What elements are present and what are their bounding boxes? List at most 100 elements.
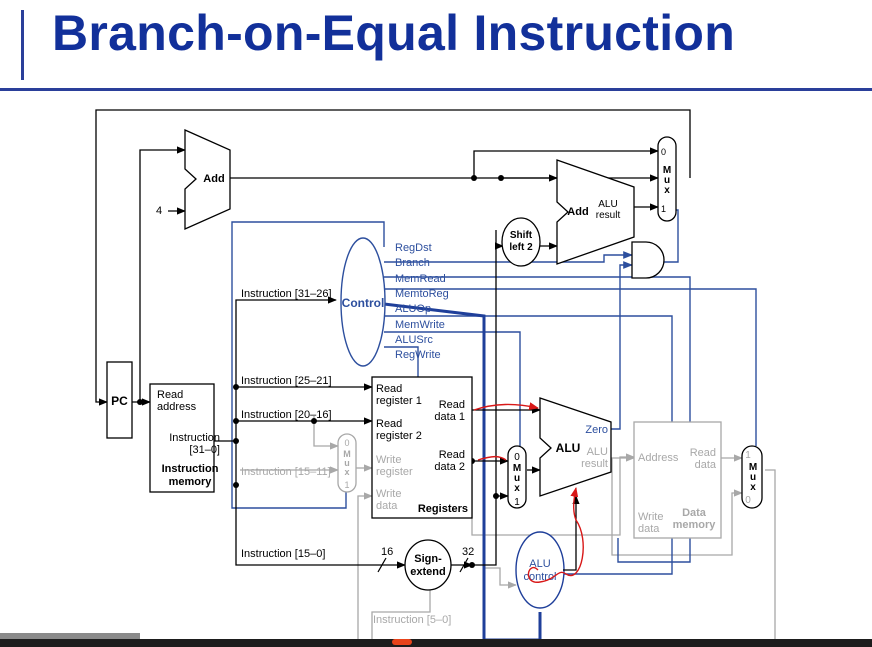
line-alusrc <box>384 331 521 446</box>
reg-read2-2: register 2 <box>376 430 422 442</box>
dmem-write-1: Write <box>638 511 663 523</box>
dmem-read-1: Read <box>690 447 716 459</box>
wire-imm <box>235 441 388 566</box>
dmem-write-2: data <box>638 523 660 535</box>
pc-mux-x: x <box>664 185 670 196</box>
memmux-u: u <box>750 472 756 483</box>
label-instr-31-26: Instruction [31–26] <box>241 288 332 300</box>
sign-extend-2: extend <box>410 566 445 578</box>
shift-left-2 <box>501 217 541 267</box>
alu-label: ALU <box>556 441 581 455</box>
alumux-m: M <box>513 463 521 474</box>
reg-data2-2: data 2 <box>434 461 465 473</box>
alu-control-1: ALU <box>529 558 550 570</box>
signal-regwrite: RegWrite <box>395 349 441 361</box>
imem-instr-2: [31–0] <box>189 444 220 456</box>
line-memtoreg <box>384 288 757 446</box>
label-instr-5-0: Instruction [5–0] <box>373 614 451 626</box>
control-lines <box>231 209 757 575</box>
pc-mux-u: u <box>664 175 670 186</box>
line-branch <box>384 251 633 263</box>
line-regdst <box>231 221 385 509</box>
imem-instr-1: Instruction <box>169 432 220 444</box>
signal-aluop: ALUOp <box>395 303 431 315</box>
memmux-x: x <box>750 482 756 493</box>
title-underline <box>0 88 872 91</box>
alumux-u: u <box>514 473 520 484</box>
signal-memwrite: MemWrite <box>395 319 445 331</box>
regmux-u: u <box>344 458 350 468</box>
pc-label: PC <box>111 394 128 408</box>
instruction-memory <box>149 383 215 493</box>
wire-imm-to-alucontrol <box>483 567 517 589</box>
regdst-mux <box>337 433 357 493</box>
alumux-in1: 1 <box>514 497 520 508</box>
memmux-in1: 1 <box>745 450 751 461</box>
dmem-name-2: memory <box>673 519 717 531</box>
control-signal-labels: RegDst Branch MemRead MemtoReg ALUOp Mem… <box>395 242 449 361</box>
dmem-address: Address <box>638 452 679 464</box>
annotation-data1-arrow <box>473 402 539 411</box>
alu-control <box>515 531 565 609</box>
label-instr-25-21: Instruction [25–21] <box>241 375 332 387</box>
reg-writedata-1: Write <box>376 488 401 500</box>
constant-four: 4 <box>156 205 162 217</box>
alu-result-2: result <box>581 458 608 470</box>
line-regwrite <box>384 346 419 377</box>
wire-pc-to-add <box>139 146 186 402</box>
signal-alusrc: ALUSrc <box>395 334 433 346</box>
add-pc4 <box>184 128 231 231</box>
annotation-alucontrol-loop <box>527 487 584 583</box>
junctions <box>137 175 504 568</box>
wire-pcmux-to-pc <box>95 109 691 406</box>
label-instr-15-0: Instruction [15–0] <box>241 548 325 560</box>
label-instr-20-16: Instruction [20–16] <box>241 409 332 421</box>
register-file <box>371 376 473 519</box>
alu-zero: Zero <box>585 424 608 436</box>
memtoreg-mux <box>741 445 763 509</box>
control-label: Control <box>342 296 385 310</box>
alu-result-1: ALU <box>587 446 608 458</box>
reg-data2-1: Read <box>439 449 465 461</box>
wire-aluresult-bypass <box>611 458 743 556</box>
data-memory <box>633 421 722 539</box>
line-zero <box>608 261 633 430</box>
pc-register <box>106 361 133 439</box>
signal-memread: MemRead <box>395 273 446 285</box>
width-16: 16 <box>381 546 393 558</box>
sign-extend-1: Sign- <box>414 553 442 565</box>
memmux-m: M <box>749 462 757 473</box>
control-unit <box>340 237 386 367</box>
add-pc4-label: Add <box>203 173 224 185</box>
reg-data1-1: Read <box>439 399 465 411</box>
regmux-in0: 0 <box>344 438 349 448</box>
reg-writedata-2: data <box>376 500 398 512</box>
imem-read-2: address <box>157 401 197 413</box>
add-branch <box>556 159 635 265</box>
regmux-m: M <box>343 449 351 459</box>
wire-memmux-out <box>765 469 776 640</box>
reg-write-2: register <box>376 466 413 478</box>
alusrc-mux <box>507 445 527 509</box>
shift-label-1: Shift <box>510 230 533 241</box>
regmux-x: x <box>344 467 349 477</box>
pc-mux-m: M <box>663 165 671 176</box>
progress-thumb <box>0 633 140 639</box>
reg-read1-1: Read <box>376 383 402 395</box>
wire-rt-to-regmux <box>313 416 339 450</box>
shift-label-2: left 2 <box>509 242 533 253</box>
dmem-name-1: Data <box>682 507 707 519</box>
line-memread <box>384 276 691 563</box>
signal-branch: Branch <box>395 257 430 269</box>
pc-mux <box>657 136 677 222</box>
signal-memtoreg: MemtoReg <box>395 288 449 300</box>
wire-signext-to-alumux <box>472 492 509 566</box>
signal-regdst: RegDst <box>395 242 432 254</box>
add-branch-label: Add <box>567 206 588 218</box>
slide-title: Branch-on-Equal Instruction <box>52 5 736 61</box>
label-instr-15-11: Instruction [15–11] <box>241 466 331 478</box>
memmux-in0: 0 <box>745 495 751 506</box>
wire-opcode <box>235 296 337 441</box>
branch-and-gate <box>631 241 665 279</box>
